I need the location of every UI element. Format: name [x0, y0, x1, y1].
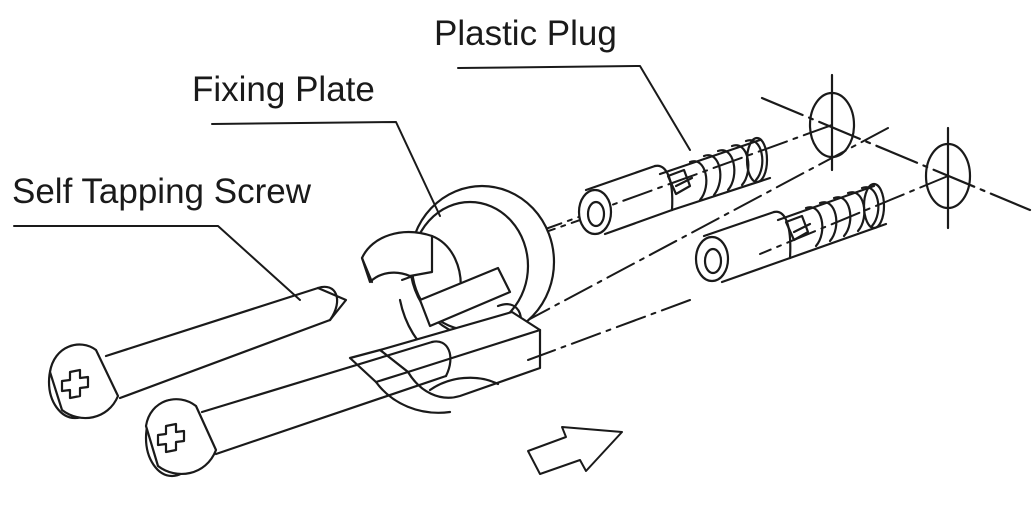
self-tapping-screw-label: Self Tapping Screw [12, 172, 311, 211]
self-tapping-screw-upper [47, 285, 348, 420]
fixing-plate-label: Fixing Plate [192, 70, 375, 109]
leader-lines [13, 65, 691, 301]
fixing-plate [348, 184, 556, 414]
wall-line [760, 96, 1032, 212]
wall-hole-mark-upper [808, 73, 856, 172]
direction-arrow-icon [527, 426, 623, 475]
plastic-plug-lower [694, 182, 888, 284]
plastic-plug-label: Plastic Plug [434, 14, 617, 53]
wall-hole-mark-lower [924, 126, 972, 230]
plastic-plug-upper [577, 136, 772, 236]
self-tapping-screw-lower [144, 340, 452, 478]
